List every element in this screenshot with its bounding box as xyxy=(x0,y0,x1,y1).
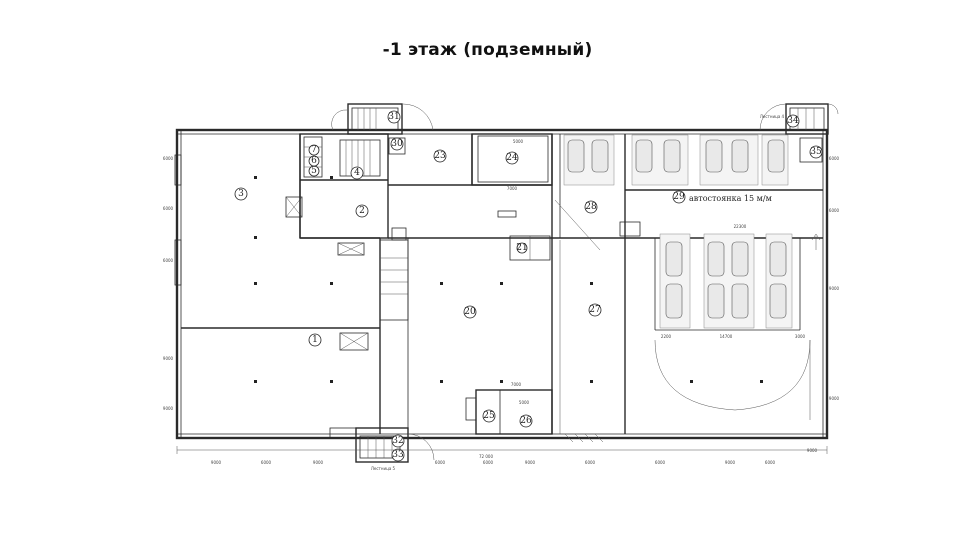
room-number-33: 33 xyxy=(392,450,404,460)
room-number-1: 1 xyxy=(312,335,318,345)
parking-label: автостоянка 15 м/м xyxy=(689,194,772,203)
room-number-21: 21 xyxy=(516,243,527,253)
dim-bay-9: 9000 xyxy=(725,460,736,465)
left-block xyxy=(174,134,381,434)
parking-area xyxy=(563,103,839,420)
dimension-lines: 72 000 9000 6000 9000 6000 6000 9000 600… xyxy=(163,139,840,465)
dim-bay-5: 6000 xyxy=(483,460,494,465)
dim-bay-1: 9000 xyxy=(211,460,222,465)
room-number-32: 32 xyxy=(392,436,403,446)
room-number-20: 20 xyxy=(464,307,476,317)
room-number-2: 2 xyxy=(359,206,365,216)
dim-total: 72 000 xyxy=(479,454,493,459)
dim-internal-8: 5000 xyxy=(513,139,524,144)
room-number-34: 34 xyxy=(787,116,799,126)
dim-left-4: 9000 xyxy=(163,356,174,361)
dim-bay-2: 6000 xyxy=(261,460,272,465)
dim-left-3: 6000 xyxy=(163,258,174,263)
dim-internal-5: 14700 xyxy=(720,334,733,339)
stair-label-4: Лестница 4 xyxy=(760,114,785,119)
room-number-24: 24 xyxy=(506,153,518,163)
room-number-3: 3 xyxy=(238,189,244,199)
room-number-35: 35 xyxy=(810,147,822,157)
room-number-6: 6 xyxy=(311,156,317,166)
dim-right-1: 6000 xyxy=(829,156,840,161)
dim-bay-6: 9000 xyxy=(525,460,536,465)
room-number-23: 23 xyxy=(434,151,446,161)
dim-right-2: 6000 xyxy=(829,208,840,213)
column-grid xyxy=(254,176,763,383)
dim-internal-3: 7000 xyxy=(507,186,518,191)
stair-label-5: Лестница 5 xyxy=(371,466,396,471)
room-number-29: 29 xyxy=(673,192,685,202)
room-number-5: 5 xyxy=(311,166,317,176)
mid-right-block xyxy=(554,134,641,443)
dim-right-3: 9000 xyxy=(829,286,840,291)
room-number-27: 27 xyxy=(589,305,601,315)
dim-internal-2: 5000 xyxy=(519,400,530,405)
dim-left-5: 9000 xyxy=(163,406,174,411)
dim-internal-4: 2200 xyxy=(661,334,672,339)
room-number-26: 26 xyxy=(520,416,532,426)
dim-bay-11: 9000 xyxy=(807,448,818,453)
dim-internal-7: 22300 xyxy=(734,224,747,229)
dim-right-4: 9000 xyxy=(829,396,840,401)
dim-internal-1: 7000 xyxy=(511,382,522,387)
dim-left-2: 6000 xyxy=(163,206,174,211)
dim-bay-10: 6000 xyxy=(765,460,776,465)
dim-bay-3: 9000 xyxy=(313,460,324,465)
dim-left-1: 6000 xyxy=(163,156,174,161)
dim-bay-7: 6000 xyxy=(585,460,596,465)
core-block xyxy=(299,103,434,321)
room-number-31: 31 xyxy=(388,112,399,122)
page-title: -1 этаж (подземный) xyxy=(382,40,593,60)
dim-internal-6: 3000 xyxy=(795,334,806,339)
room-number-30: 30 xyxy=(391,139,403,149)
dim-bay-4: 6000 xyxy=(435,460,446,465)
room-number-28: 28 xyxy=(585,202,597,212)
room-number-4: 4 xyxy=(354,168,360,178)
room-numbers: 3 1 2 4 5 6 7 20 21 23 24 25 26 27 28 29… xyxy=(234,110,823,462)
room-number-7: 7 xyxy=(311,145,317,155)
dim-bay-8: 6000 xyxy=(655,460,666,465)
room-number-25: 25 xyxy=(483,411,495,421)
